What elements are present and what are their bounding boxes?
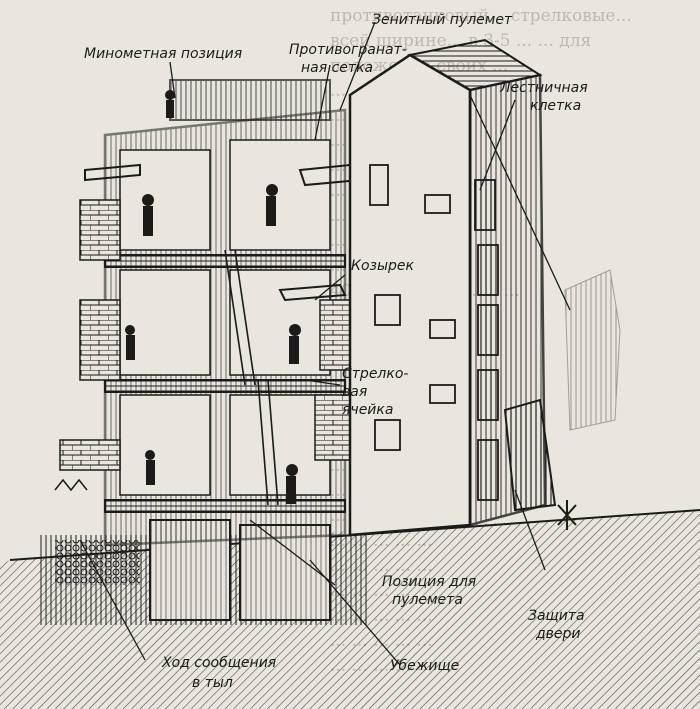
label-rifle-cell-1: Стрелко- <box>342 366 409 382</box>
label-rifle-cell-2: вая <box>342 384 368 400</box>
label-stairwell-2: клетка <box>530 98 582 114</box>
basement-shelter <box>40 519 370 625</box>
leader-lines <box>79 21 571 666</box>
label-mortar-position: Минометная позиция <box>84 46 243 62</box>
label-door-protection-1: Защита <box>528 608 585 624</box>
label-grenade-net-1: Противогранат- <box>289 42 407 58</box>
main-building <box>54 79 362 547</box>
label-grenade-net-2: ная сетка <box>301 60 374 76</box>
label-rear-passage-2: в тыл <box>192 675 233 691</box>
label-stairwell-1: Лестничная <box>500 80 588 96</box>
label-zenith-mg: Зенитный пулемет <box>372 12 513 28</box>
label-mg-position-1: Позиция для <box>382 574 477 590</box>
label-rear-passage-1: Ход сообщения <box>162 655 277 671</box>
stair-tower <box>348 38 621 537</box>
label-mg-position-2: пулемета <box>392 592 463 608</box>
label-shelter: Убежище <box>390 658 460 674</box>
label-door-protection-2: двери <box>536 626 581 642</box>
label-canopy: Козырек <box>351 258 414 274</box>
label-rifle-cell-3: ячейка <box>342 402 394 418</box>
